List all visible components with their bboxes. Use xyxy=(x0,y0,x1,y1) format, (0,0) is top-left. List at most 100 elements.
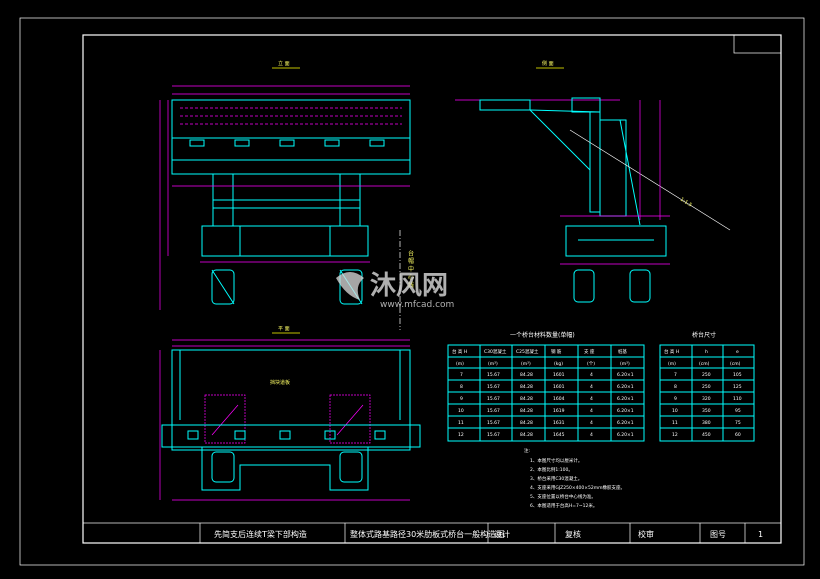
svg-text:75: 75 xyxy=(735,420,741,426)
drawing-no: 1 xyxy=(758,530,763,539)
svg-text:84.28: 84.28 xyxy=(520,384,533,390)
svg-text:6.20×1: 6.20×1 xyxy=(617,432,634,438)
svg-text:6.20×1: 6.20×1 xyxy=(617,408,634,414)
svg-text:1601: 1601 xyxy=(553,372,565,378)
svg-text:320: 320 xyxy=(702,396,711,402)
watermark: 沐风网 www.mfcad.com xyxy=(336,271,454,310)
drawing-name: 整体式路基路径30米肋板式桥台一般构造图 xyxy=(350,529,504,539)
design-label: 设计 xyxy=(494,529,510,539)
svg-text:15.67: 15.67 xyxy=(487,420,500,426)
dt-h2: e xyxy=(736,350,739,355)
mt-h3: 钢 筋 xyxy=(551,348,562,355)
material-table: 一个桥台材料数量(单幅) 台 高 H C30混凝土 C25混凝土 钢 筋 支 座… xyxy=(447,331,645,442)
note-line: 6、本图适用于台高H=7~12米。 xyxy=(530,502,597,509)
mt-h0: 台 高 H xyxy=(452,348,467,355)
mt-h1: C30混凝土 xyxy=(484,348,507,355)
material-table-title: 一个桥台材料数量(单幅) xyxy=(510,331,575,339)
dim-table-title: 桥台尺寸 xyxy=(692,331,716,339)
mt-row: 9 15.67 84.28 1604 4 6.20×1 xyxy=(460,396,634,402)
check-label: 复核 xyxy=(565,529,581,539)
svg-text:84.28: 84.28 xyxy=(520,420,533,426)
mt-row: 11 15.67 84.28 1631 4 6.20×1 xyxy=(458,420,634,426)
drawing-no-label: 图号 xyxy=(710,530,726,539)
mt-u2: (m³) xyxy=(521,361,531,367)
svg-text:15.67: 15.67 xyxy=(487,384,500,390)
mt-row: 7 15.67 84.28 1601 4 6.20×1 xyxy=(460,372,634,378)
dt-h1: h xyxy=(705,349,708,355)
svg-text:11: 11 xyxy=(458,420,464,426)
svg-text:84.28: 84.28 xyxy=(520,408,533,414)
svg-text:4: 4 xyxy=(590,384,593,390)
note-line: 4、支座采用GJZ250×400×52mm橡胶支座。 xyxy=(530,484,625,491)
mt-u3: (kg) xyxy=(554,361,563,367)
svg-text:4: 4 xyxy=(590,372,593,378)
svg-text:250: 250 xyxy=(702,372,711,378)
svg-text:15.67: 15.67 xyxy=(487,432,500,438)
side-view: 侧 面 1:1.5 xyxy=(455,60,731,303)
plan-label: 挡块道板 xyxy=(270,379,290,386)
dt-u1: (cm) xyxy=(699,361,710,367)
watermark-url: www.mfcad.com xyxy=(380,300,454,310)
svg-text:1604: 1604 xyxy=(553,396,565,402)
svg-text:15.67: 15.67 xyxy=(487,408,500,414)
svg-text:105: 105 xyxy=(733,372,742,378)
plan-view-title: 平 面 xyxy=(278,326,290,332)
svg-text:1601: 1601 xyxy=(553,384,565,390)
mt-row: 8 15.67 84.28 1601 4 6.20×1 xyxy=(460,384,634,390)
mt-h5: 桩基 xyxy=(618,348,627,355)
dt-row: 11 380 75 xyxy=(672,420,741,426)
outer-frame xyxy=(19,17,805,566)
bearing-pads xyxy=(189,139,385,147)
svg-text:250: 250 xyxy=(702,384,711,390)
svg-text:6.20×1: 6.20×1 xyxy=(617,420,634,426)
mt-u0: (m) xyxy=(456,361,464,367)
mt-h2: C25混凝土 xyxy=(516,348,539,355)
front-view-title: 立 面 xyxy=(278,60,290,67)
mt-h4: 支 座 xyxy=(584,348,595,355)
svg-text:1619: 1619 xyxy=(553,408,565,414)
svg-text:9: 9 xyxy=(460,396,463,402)
svg-text:6.20×1: 6.20×1 xyxy=(617,384,634,390)
svg-text:1631: 1631 xyxy=(553,420,565,426)
project-name: 先简支后连续T梁下部构造 xyxy=(214,529,307,539)
svg-text:95: 95 xyxy=(735,408,741,414)
svg-text:8: 8 xyxy=(674,384,677,390)
svg-text:7: 7 xyxy=(460,372,463,378)
svg-text:380: 380 xyxy=(702,420,711,426)
notes: 注: 1、本图尺寸均以厘米计。 2、本图比例1:100。 3、桥台采用C30混凝… xyxy=(524,447,625,509)
svg-text:84.28: 84.28 xyxy=(520,432,533,438)
svg-text:60: 60 xyxy=(735,432,741,438)
svg-text:7: 7 xyxy=(674,372,677,378)
note-line: 5、支座位置以桥台中心线为准。 xyxy=(530,493,596,500)
note-line: 1、本图尺寸均以厘米计。 xyxy=(530,457,582,464)
side-view-title: 侧 面 xyxy=(542,60,554,67)
dt-row: 9 320 110 xyxy=(674,396,742,402)
svg-text:84.28: 84.28 xyxy=(520,396,533,402)
centerline-label: 台 帽 中 心 线 xyxy=(407,249,414,288)
mt-row: 12 15.67 84.28 1645 4 6.20×1 xyxy=(458,432,634,438)
dt-h0: 台 高 H xyxy=(664,348,679,355)
notes-heading: 注: xyxy=(524,447,530,454)
note-line: 2、本图比例1:100。 xyxy=(530,466,573,473)
dt-u2: (cm) xyxy=(730,361,741,367)
svg-text:11: 11 xyxy=(672,420,678,426)
svg-text:15.67: 15.67 xyxy=(487,372,500,378)
mt-u5: (m³) xyxy=(620,361,630,367)
svg-text:12: 12 xyxy=(672,432,678,438)
svg-text:9: 9 xyxy=(674,396,677,402)
svg-text:110: 110 xyxy=(733,396,742,402)
title-block: 先简支后连续T梁下部构造 整体式路基路径30米肋板式桥台一般构造图 设计 复核 … xyxy=(82,522,782,544)
slope-label: 1:1.5 xyxy=(679,197,693,209)
svg-text:6.20×1: 6.20×1 xyxy=(617,396,634,402)
review-label: 校审 xyxy=(638,529,654,539)
svg-text:12: 12 xyxy=(458,432,464,438)
svg-text:4: 4 xyxy=(590,396,593,402)
svg-text:1645: 1645 xyxy=(553,432,565,438)
svg-text:4: 4 xyxy=(590,408,593,414)
svg-text:10: 10 xyxy=(458,408,464,414)
watermark-brand: 沐风网 xyxy=(370,271,448,301)
